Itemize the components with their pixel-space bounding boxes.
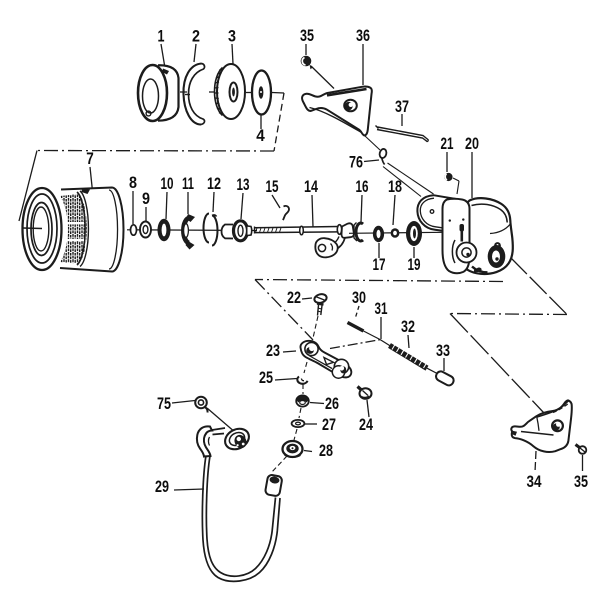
svg-text:19: 19 — [408, 255, 421, 274]
svg-text:20: 20 — [465, 134, 479, 153]
svg-text:31: 31 — [375, 299, 388, 318]
svg-text:12: 12 — [207, 174, 221, 193]
svg-text:7: 7 — [86, 149, 94, 168]
svg-text:30: 30 — [352, 288, 366, 307]
svg-text:13: 13 — [237, 175, 250, 194]
svg-text:21: 21 — [441, 134, 454, 153]
svg-text:23: 23 — [266, 341, 280, 360]
svg-text:33: 33 — [436, 341, 450, 360]
svg-text:9: 9 — [142, 189, 150, 208]
svg-text:10: 10 — [161, 174, 174, 193]
svg-text:34: 34 — [527, 472, 542, 491]
svg-text:27: 27 — [322, 415, 336, 434]
svg-text:35: 35 — [300, 26, 314, 45]
svg-text:15: 15 — [266, 177, 279, 196]
svg-text:37: 37 — [395, 97, 409, 116]
svg-text:14: 14 — [304, 177, 318, 196]
svg-text:76: 76 — [349, 153, 363, 172]
svg-text:4: 4 — [256, 126, 265, 145]
svg-text:36: 36 — [356, 26, 370, 45]
svg-text:24: 24 — [359, 415, 373, 434]
svg-text:35: 35 — [574, 472, 588, 491]
svg-text:8: 8 — [129, 173, 137, 192]
svg-text:18: 18 — [388, 177, 402, 196]
svg-text:29: 29 — [155, 477, 169, 496]
svg-text:3: 3 — [228, 27, 236, 46]
svg-text:22: 22 — [287, 288, 301, 307]
svg-text:32: 32 — [401, 317, 415, 336]
svg-text:28: 28 — [319, 441, 333, 460]
svg-text:25: 25 — [259, 368, 273, 387]
svg-text:11: 11 — [182, 174, 194, 193]
svg-text:17: 17 — [373, 255, 386, 274]
svg-text:75: 75 — [157, 394, 171, 413]
svg-text:1: 1 — [158, 27, 165, 46]
svg-text:26: 26 — [325, 394, 339, 413]
svg-text:2: 2 — [192, 27, 200, 46]
svg-text:16: 16 — [356, 177, 369, 196]
